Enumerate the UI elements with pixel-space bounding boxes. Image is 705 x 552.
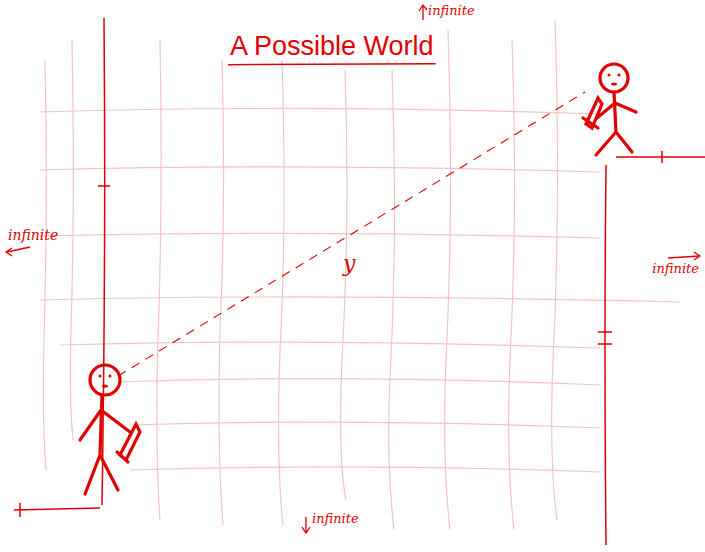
grid-line: [40, 297, 680, 302]
grid-line: [130, 422, 600, 428]
eye: [618, 74, 621, 77]
sword: [583, 98, 602, 128]
arrow: [419, 5, 427, 20]
grid-line: [40, 108, 600, 114]
grid-line: [445, 30, 451, 530]
grid-line: [219, 60, 224, 525]
grid-line: [389, 70, 395, 530]
head: [600, 64, 628, 92]
title: A Possible World: [230, 32, 434, 62]
tick: [661, 151, 663, 163]
boundary-line: [605, 165, 606, 545]
tick: [19, 503, 21, 517]
boundary-line: [102, 18, 105, 505]
tick: [598, 332, 612, 344]
grid-line: [279, 60, 285, 525]
arrow: [302, 517, 310, 533]
grid-line: [70, 40, 73, 440]
axes: [14, 18, 705, 545]
direction-label: infinite: [428, 4, 475, 18]
arrows: [6, 5, 700, 533]
grid-line: [157, 40, 161, 520]
dashed-diagonal: [118, 92, 585, 376]
direction-label: infinite: [652, 262, 699, 276]
arrow: [668, 252, 700, 260]
grid-line: [341, 70, 347, 500]
faces: [99, 74, 621, 388]
tick: [98, 185, 110, 187]
mouth: [102, 384, 108, 387]
boundary-line: [14, 508, 100, 510]
grid-line: [40, 233, 600, 238]
grid-line: [60, 342, 600, 348]
head: [90, 365, 120, 395]
direction-label: infinite: [312, 512, 359, 526]
boundary-line: [616, 156, 705, 158]
mouth: [611, 82, 617, 85]
title-underline: [228, 64, 436, 65]
eye: [109, 375, 112, 378]
stick-figure: [80, 365, 140, 494]
grid-line: [552, 20, 558, 520]
grid: [40, 20, 680, 530]
stick-figure: [583, 64, 636, 155]
grid-line: [509, 40, 515, 530]
body: [80, 395, 130, 494]
sword: [117, 424, 140, 462]
arrow: [6, 247, 30, 256]
eye: [99, 375, 102, 378]
grid-line: [43, 60, 46, 470]
direction-label: infinite: [8, 228, 58, 243]
axis-label: y: [343, 252, 355, 276]
grid-line: [120, 379, 600, 385]
grid-line: [130, 467, 600, 472]
grid-line: [40, 167, 600, 172]
eye: [608, 74, 611, 77]
